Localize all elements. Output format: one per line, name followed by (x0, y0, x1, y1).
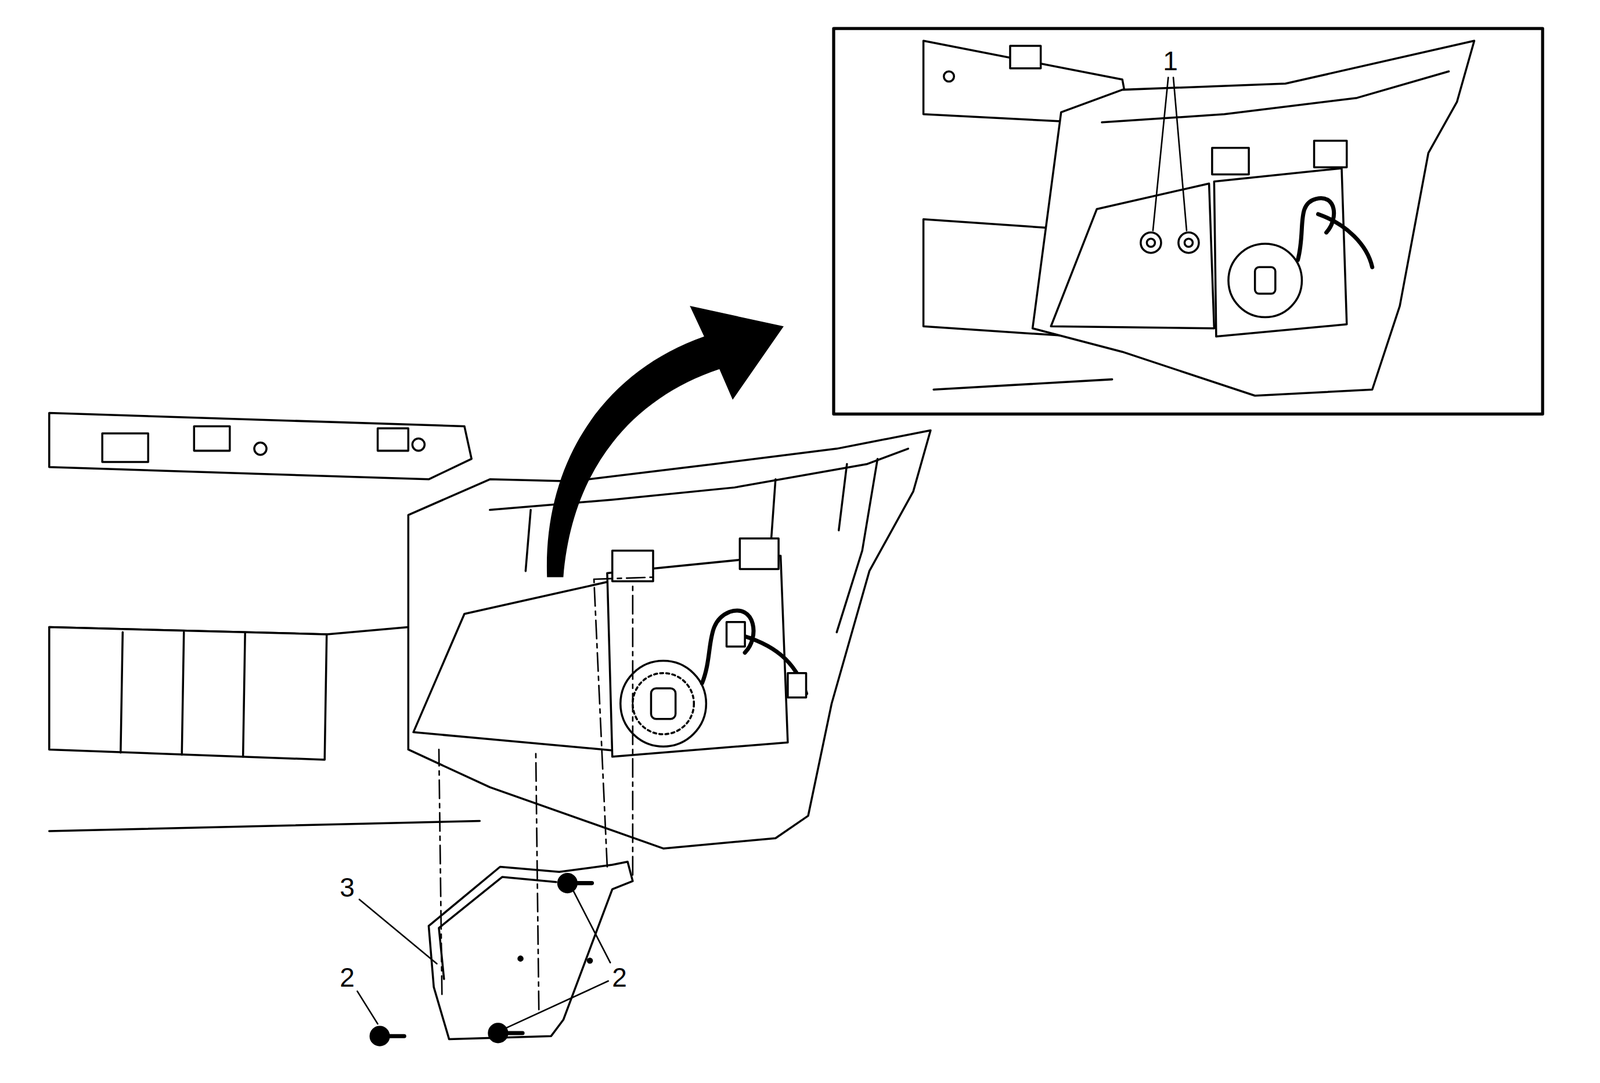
fascia-rib (838, 463, 848, 531)
fastener (943, 71, 955, 82)
lamp-opening (1050, 183, 1214, 329)
lamp-opening (413, 581, 615, 752)
grille-rib (181, 632, 185, 755)
nut-center (1184, 238, 1193, 247)
alignment-line (593, 577, 654, 580)
fascia-slot (1010, 45, 1041, 69)
nut-center (1146, 238, 1155, 247)
nut (1178, 232, 1199, 254)
lamp-bracket (1213, 168, 1347, 337)
leader-line (359, 899, 438, 965)
corner-fascia (408, 430, 931, 849)
lamp-wire (1297, 197, 1372, 268)
screw-shaft (498, 1031, 523, 1036)
alignment-line (593, 579, 608, 867)
fastener (412, 438, 425, 452)
detail-inset (833, 28, 1543, 414)
upper-fascia (49, 413, 472, 480)
grille-rib (243, 633, 246, 758)
screw-shaft (379, 1034, 405, 1039)
bezel-hole (588, 959, 593, 964)
nut (1140, 232, 1162, 254)
leader-line (357, 991, 378, 1025)
callout-number: 1 (1161, 47, 1180, 75)
callout-number: 2 (337, 964, 357, 992)
alignment-line (438, 749, 442, 995)
fascia-slot (102, 433, 149, 463)
fascia-slot (377, 428, 409, 452)
bracket-tab (1212, 148, 1249, 175)
lamp-bracket (607, 556, 788, 758)
callout-number: 2 (610, 964, 629, 992)
view-arrow (546, 305, 784, 578)
callout-number: 3 (337, 874, 357, 902)
fascia-rib (1101, 71, 1449, 123)
alignment-line (632, 583, 634, 876)
fascia-slot (193, 426, 230, 451)
leader-line (506, 981, 609, 1029)
lamp-bulb-socket (1255, 267, 1276, 294)
fastener (254, 442, 267, 456)
lower-grille (49, 627, 327, 760)
fog-lamp-ring (632, 673, 694, 735)
lamp-bulb-socket (650, 688, 676, 720)
connector (726, 622, 745, 647)
screw-shaft (567, 881, 592, 886)
grille-rib (120, 632, 124, 753)
bracket-tab (1314, 140, 1347, 168)
fascia-rib (525, 510, 531, 572)
fascia-rib (836, 459, 878, 633)
bezel-hole (518, 956, 523, 961)
fascia-edge (49, 820, 480, 832)
fog-lamp (1228, 243, 1303, 318)
bracket-tab (612, 550, 654, 582)
corner-fascia (1032, 40, 1475, 396)
leader-line (1173, 77, 1187, 232)
connector (787, 673, 807, 698)
fog-lamp-bezel (428, 862, 633, 1040)
alignment-line (535, 752, 539, 1011)
fascia-edge (933, 379, 1112, 391)
leader-line (1152, 77, 1169, 232)
bracket-tab (739, 538, 779, 570)
leader-line (573, 891, 611, 964)
